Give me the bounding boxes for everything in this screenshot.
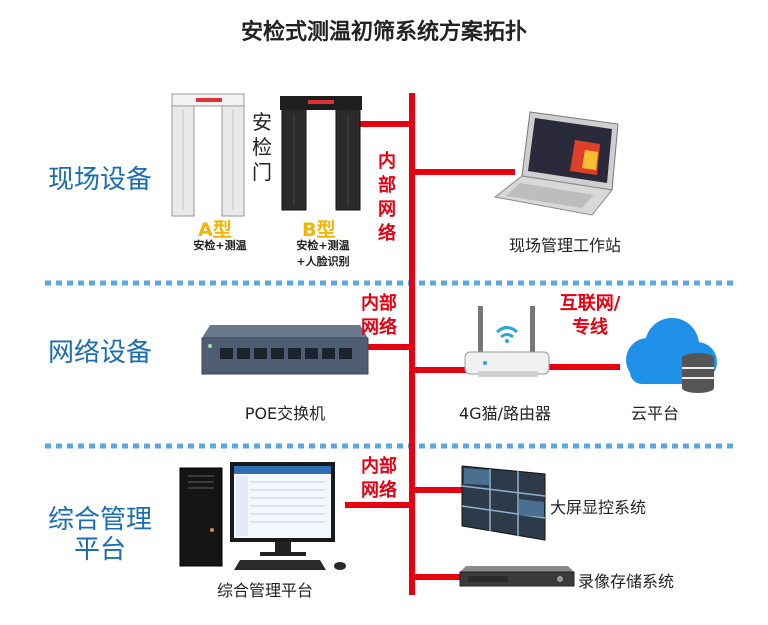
laptop-icon (493, 111, 619, 216)
page-title: 安检式测温初筛系统方案拓扑 (240, 20, 527, 45)
video-wall-label: 大屏显控系统 (550, 498, 647, 517)
platform-label: 综合管理平台 (216, 581, 313, 600)
gate-type-a-desc: 安检+测温 (193, 239, 247, 252)
section-platform-line1: 综合管理 (47, 505, 152, 535)
server-tower-icon (179, 467, 223, 567)
internet-label-line2: 专线 (572, 317, 608, 338)
section-network: 网络设备 (47, 338, 152, 368)
security-gate-b-icon (280, 96, 362, 211)
video-wall-icon (461, 465, 546, 541)
workstation-label: 现场管理工作站 (508, 236, 621, 255)
router-icon (464, 306, 550, 377)
lan-label-1: 内部网络 (378, 151, 396, 244)
gate-label: 安检门 (252, 110, 272, 184)
nvr-label: 录像存储系统 (578, 572, 675, 591)
monitor-icon (230, 462, 346, 570)
switch-icon (201, 325, 369, 375)
internet-label-line1: 互联网/ (559, 293, 621, 314)
gate-type-a: A型 (198, 219, 232, 241)
network-lines (345, 93, 620, 595)
cloud-icon (626, 318, 717, 393)
security-gate-a-icon (171, 93, 245, 217)
gate-type-b-desc2: +人脸识别 (296, 255, 350, 268)
section-platform-line2: 平台 (73, 535, 126, 565)
poe-switch-label: POE交换机 (244, 404, 326, 423)
lan-label-3: 内部网络 (361, 456, 397, 501)
cloud-label: 云平台 (630, 404, 679, 423)
section-field: 现场设备 (47, 165, 152, 195)
gate-type-b-desc1: 安检+测温 (296, 239, 350, 252)
router-label: 4G猫/路由器 (459, 404, 551, 423)
lan-label-2: 内部网络 (361, 293, 397, 338)
gate-type-b: B型 (302, 219, 336, 241)
nvr-icon (459, 566, 575, 587)
